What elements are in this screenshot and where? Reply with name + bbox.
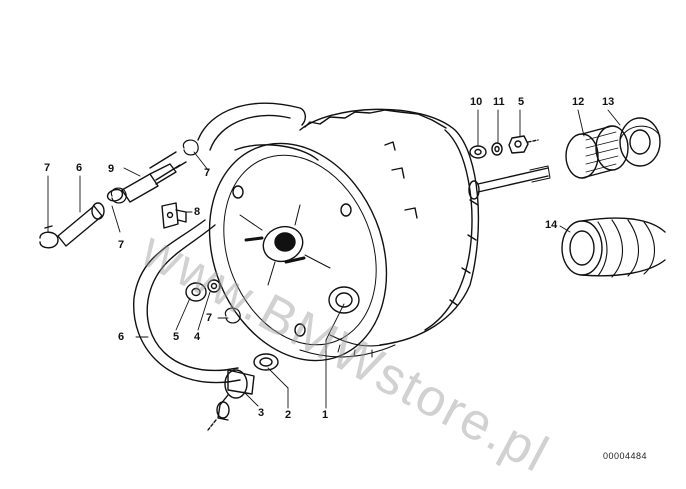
- check-valve: [207, 369, 255, 431]
- bracket: [161, 202, 187, 229]
- callout-13: 13: [602, 96, 615, 108]
- callout-1: 1: [322, 409, 329, 421]
- callout-3: 3: [258, 407, 265, 419]
- hose-clamps: [110, 139, 241, 324]
- callout-10: 10: [470, 96, 483, 108]
- callout-7-bottom: 7: [206, 312, 213, 324]
- callout-4: 4: [194, 331, 201, 343]
- callout-6-lower: 6: [118, 331, 125, 343]
- filter-cap: [619, 117, 661, 167]
- leader-lines: [47, 109, 621, 409]
- short-hose: [39, 202, 105, 249]
- callout-7-left: 7: [44, 162, 51, 174]
- grommet: [253, 353, 279, 371]
- mount-nut-washer: [185, 279, 221, 302]
- callout-5-nut: 5: [173, 331, 180, 343]
- callout-7-middle: 7: [118, 239, 125, 251]
- callout-5-top: 5: [518, 96, 525, 108]
- rubber-boot: [561, 217, 666, 278]
- callout-8: 8: [194, 206, 201, 218]
- callout-6-left: 6: [76, 162, 83, 174]
- callout-11: 11: [493, 96, 505, 108]
- lower-hose: [133, 219, 241, 384]
- callout-2: 2: [285, 409, 292, 421]
- callout-9: 9: [108, 163, 115, 175]
- callout-7-top: 7: [204, 167, 211, 179]
- document-number: 00004484: [603, 451, 648, 461]
- air-filter: [565, 125, 629, 179]
- callout-12: 12: [572, 96, 585, 108]
- callout-14: 14: [545, 219, 558, 231]
- washer-nut-group: [469, 135, 539, 159]
